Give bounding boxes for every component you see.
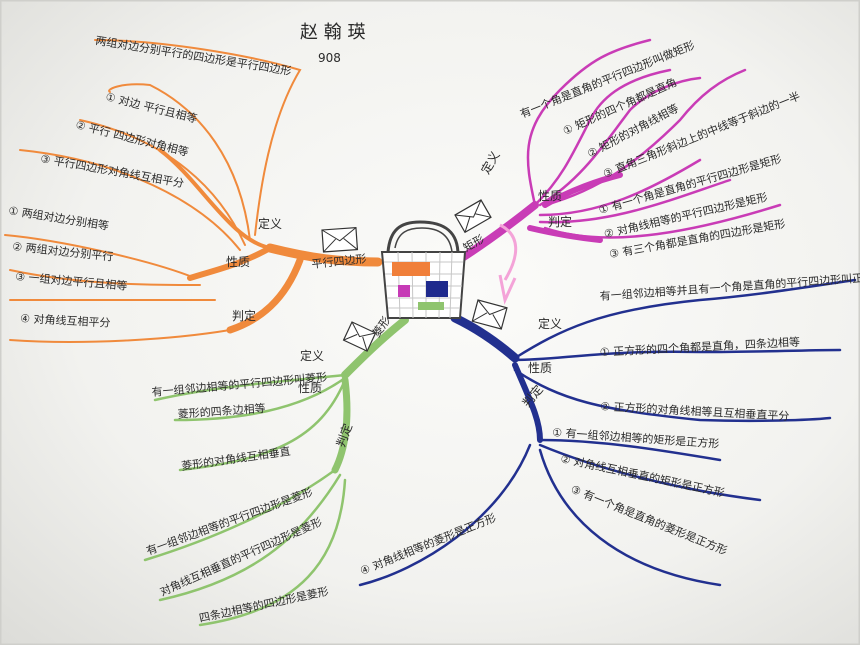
blue-prop-1: ① 正方形的四个角都是直角，四条边相等 bbox=[599, 335, 800, 359]
envelope-icon-lower-left bbox=[342, 321, 377, 352]
magenta-prop-curve-1 bbox=[533, 68, 672, 207]
blue-prop-label: 性质 bbox=[528, 361, 552, 375]
class-number: 908 bbox=[318, 51, 341, 65]
orange-prop-curve-3 bbox=[19, 149, 241, 251]
green-def-curve bbox=[153, 373, 347, 402]
orange-branch-title: 平行四边形 bbox=[311, 252, 367, 271]
orange-prop-3: ③ 平行四边形对角线互相平分 bbox=[39, 151, 185, 190]
orange-prop-curve-2 bbox=[79, 119, 246, 246]
green-judge-label: 判定 bbox=[333, 421, 355, 449]
green-judge-curve-3 bbox=[198, 478, 347, 627]
blue-main-branch bbox=[450, 313, 520, 363]
green-judge-curve-2 bbox=[158, 473, 342, 602]
green-prop-curve-1 bbox=[173, 376, 347, 422]
blue-judge-twig bbox=[512, 362, 543, 443]
orange-prop-label: 性质 bbox=[226, 255, 250, 269]
basket-orange-patch bbox=[392, 262, 430, 276]
envelope-icon-right bbox=[454, 199, 492, 234]
orange-prop-2: ② 平行 四边形对角相等 bbox=[74, 117, 190, 159]
green-branch bbox=[143, 316, 409, 627]
magenta-judge-curve-1 bbox=[538, 158, 702, 217]
orange-judge-curve-1 bbox=[4, 234, 196, 279]
magenta-prop-twig bbox=[542, 172, 623, 208]
magenta-main-branch bbox=[458, 201, 539, 262]
green-prop-2: 菱形的对角线互相垂直 bbox=[180, 444, 291, 473]
orange-prop-curve-1 bbox=[108, 83, 251, 241]
blue-def-curve bbox=[513, 278, 857, 360]
green-prop-curve-2 bbox=[178, 378, 347, 472]
basket-blue-patch bbox=[426, 281, 448, 297]
orange-definition: 两组对边分别平行的四边形是平行四边形 bbox=[95, 33, 293, 78]
magenta-judge-curve-2 bbox=[538, 178, 732, 224]
author-name: 赵 翰 瑛 bbox=[300, 22, 365, 43]
blue-judge-curve-3 bbox=[538, 448, 722, 587]
orange-branch bbox=[4, 39, 383, 343]
envelope-icon-lower-right bbox=[471, 299, 508, 330]
basket-green-patch bbox=[418, 302, 444, 310]
green-judge-curve-1 bbox=[143, 468, 337, 562]
orange-judge-curve-2 bbox=[9, 269, 201, 286]
green-def-label: 定义 bbox=[300, 348, 324, 363]
green-judge-twig bbox=[331, 376, 351, 474]
orange-judge-curve-4 bbox=[9, 329, 231, 343]
orange-prop-twig bbox=[187, 245, 273, 281]
blue-prop-curve-1 bbox=[513, 348, 842, 362]
blue-judge-curve-1 bbox=[538, 438, 722, 462]
pink-arrow-curve bbox=[499, 223, 518, 281]
magenta-def-curve bbox=[526, 38, 652, 207]
magenta-branch bbox=[458, 38, 782, 262]
magenta-prop-curve-2 bbox=[538, 76, 702, 207]
blue-judge-4: ④ 对角线相等的菱形是正方形 bbox=[358, 510, 498, 577]
orange-judge-1: ① 两组对边分别相等 bbox=[8, 203, 110, 233]
green-prop-label: 性质 bbox=[298, 381, 322, 395]
blue-prop-curve-2 bbox=[513, 368, 832, 423]
envelope-icon-left bbox=[321, 226, 359, 253]
orange-judge-twig bbox=[226, 256, 304, 334]
magenta-def-label: 定义 bbox=[478, 148, 503, 176]
blue-judge-curve-2 bbox=[538, 443, 762, 502]
blue-judge-curve-4 bbox=[358, 443, 532, 587]
blue-branch bbox=[358, 278, 857, 587]
magenta-prop-curve-3 bbox=[543, 68, 747, 207]
orange-judge-4: ④ 对角线互相平分 bbox=[20, 311, 111, 330]
orange-def-curve bbox=[94, 39, 302, 236]
blue-def-label: 定义 bbox=[538, 316, 562, 331]
green-judge-3: 四条边相等的四边形是菱形 bbox=[198, 584, 330, 625]
green-judge-1: 有一组邻边相等的平行四边形是菱形 bbox=[144, 484, 314, 557]
orange-judge-label: 判定 bbox=[232, 308, 256, 323]
green-main-branch bbox=[341, 316, 409, 379]
orange-judge-3: ③ 一组对边平行且相等 bbox=[15, 269, 128, 293]
basket-icon bbox=[380, 220, 467, 319]
orange-def-twig bbox=[158, 148, 272, 250]
orange-def-label: 定义 bbox=[258, 216, 282, 231]
magenta-judge-twig bbox=[527, 225, 603, 243]
magenta-prop-label: 性质 bbox=[538, 189, 562, 203]
basket-magenta-patch bbox=[398, 285, 410, 297]
magenta-judge-label: 判定 bbox=[548, 214, 572, 229]
green-prop-1: 菱形的四条边相等 bbox=[177, 401, 266, 421]
pink-arrow-head bbox=[498, 274, 517, 305]
orange-main-branch bbox=[265, 243, 383, 267]
